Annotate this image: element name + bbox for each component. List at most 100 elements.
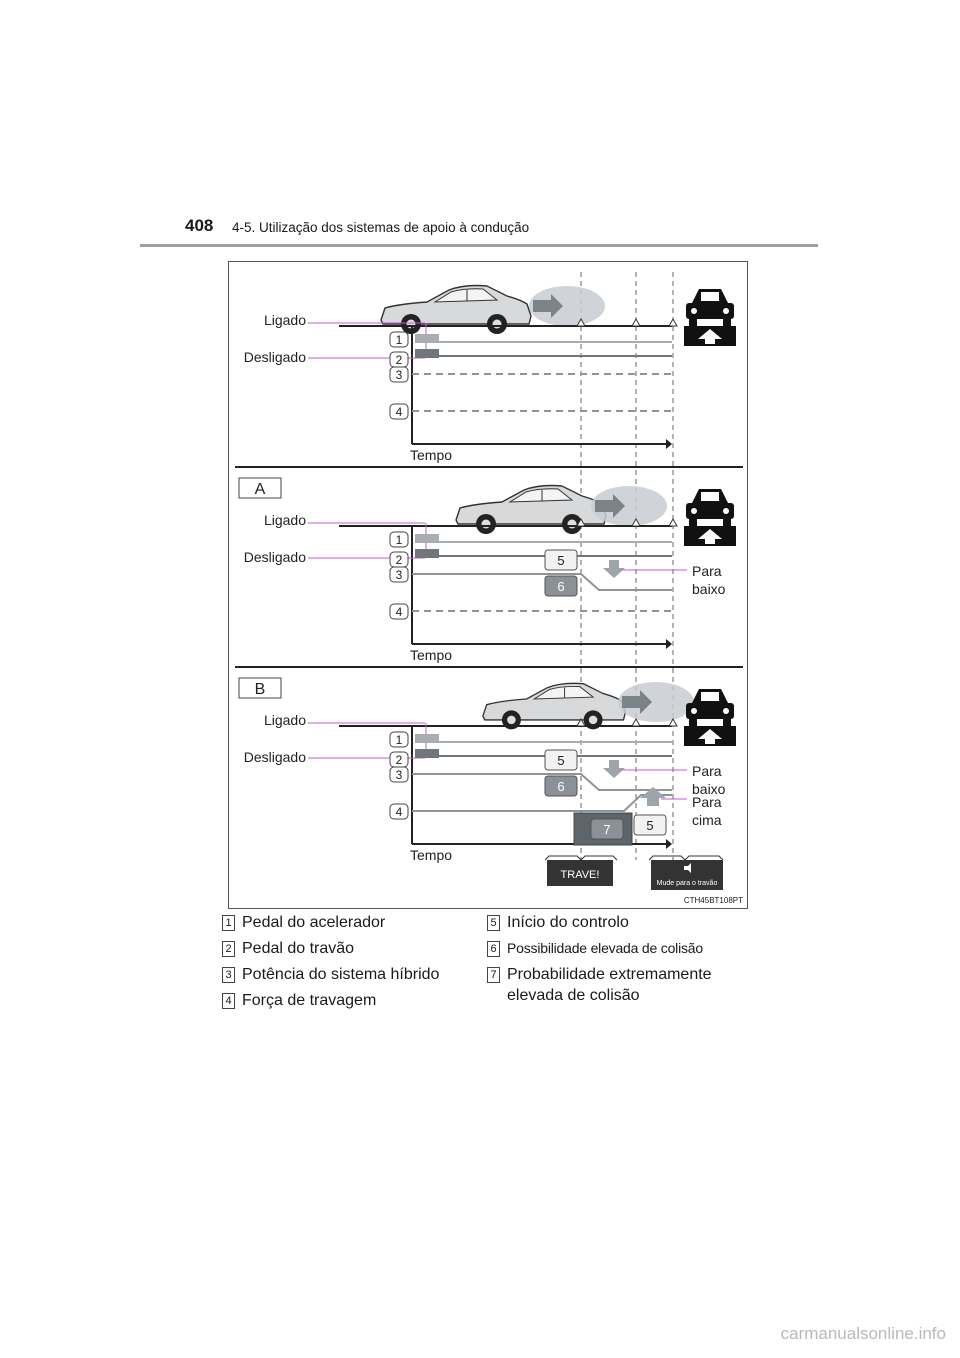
vehicle-ahead-tire-left [689,719,697,726]
row-badge-number: 1 [396,533,403,547]
vehicle-ahead-window [701,692,719,701]
vehicle-ahead-lamp-right [723,308,729,314]
row-badge-number: 3 [396,368,403,382]
radar-beam [529,286,605,326]
row-badge-number: 3 [396,768,403,782]
row-badge [389,331,409,348]
on-label: Ligado [264,512,306,528]
brake-pedal-signal [415,749,439,758]
time-label: Tempo [410,447,452,463]
down-label: baixo [692,781,726,797]
legend-number: 7 [487,967,500,983]
row-badge [389,366,409,383]
legend-text: Possibilidade elevada de colisão [507,940,703,956]
brake-warning-display [547,860,613,886]
legend-text: Probabilidade extremamente elevada de co… [507,966,712,1004]
radar-arrow [622,690,652,714]
vehicle-ahead-tire-left [689,519,697,526]
accelerator-signal [415,334,439,343]
row-badge [389,731,409,748]
timing-tick [576,317,586,327]
row-badge-number: 3 [396,568,403,582]
legend-number: 5 [487,915,500,931]
vehicle-ahead-body [686,303,734,319]
diagram-canvas: TempoLigadoDesligado1234ATempoLigadoDesl… [235,272,743,890]
figure-code: CTH45BT108PT [683,896,743,905]
time-axis-arrowhead [666,839,672,849]
brake-switch-display [651,860,723,890]
vehicle-ahead-lamp-left [691,708,697,714]
legend-left: 1 Pedal do acelerador 2 Pedal do travão … [222,912,462,1016]
panel-a-label: A [255,481,266,498]
header-divider [140,244,818,247]
down-label: Para [692,763,722,779]
power-down-arrow [603,760,625,778]
row-badge [389,566,409,583]
legend-item-extreme-collision: 7 Probabilidade extremamente elevada de … [487,964,747,1006]
legend-number: 4 [222,993,235,1009]
extreme-collision-badge-number: 7 [603,822,610,837]
timing-tick [576,717,586,727]
time-label: Tempo [410,647,452,663]
own-car-braking [482,682,627,730]
legend-item-accelerator: 1 Pedal do acelerador [222,912,462,933]
vehicle-ahead-lamp-right [723,708,729,714]
car-hub-rear [492,319,502,329]
control-start-badge [544,549,578,571]
time-axis-arrowhead [666,439,672,449]
timing-tick [668,717,678,727]
on-label: Ligado [264,712,306,728]
timing-tick [668,317,678,327]
car-hub-front [481,519,491,529]
off-label: Desligado [244,749,306,765]
legend-text: Força de travagem [242,992,377,1009]
legend-item-brake-pedal: 2 Pedal do travão [222,938,462,959]
high-collision-badge [544,575,578,597]
vehicle-ahead-tire-right [723,719,731,726]
display-brace-right [648,855,724,861]
car-window [508,488,574,503]
control-start-badge-number: 5 [557,753,564,768]
watermark: carmanualsonline.info [780,1324,946,1343]
timing-tick [631,317,641,327]
brake-warning-text: TRAVE! [561,869,600,881]
row-badge [389,603,409,620]
car-hub-rear [588,715,598,725]
timing-tick [631,717,641,727]
timing-tick [668,517,678,527]
timing-tick [631,517,641,527]
brake-up-arrow [640,787,666,806]
approach-indicator-arrow [698,529,722,544]
row-badge-number: 2 [396,753,403,767]
approach-indicator-arrow [698,729,722,744]
high-collision-badge [544,775,578,797]
page-number: 408 [185,216,214,235]
row-badge [389,531,409,548]
accelerator-signal [415,734,439,743]
legend-item-control-start: 5 Início do controlo [487,912,747,933]
vehicle-ahead-lamp-left [691,308,697,314]
vehicle-ahead-window [701,492,719,501]
legend-item-hybrid-power: 3 Potência do sistema híbrido [222,964,462,985]
off-label: Desligado [244,549,306,565]
brake-switch-text: Mude para o travão [657,880,718,887]
row-badge-number: 2 [396,553,403,567]
row-badge-number: 1 [396,733,403,747]
own-car [380,284,532,334]
vehicle-ahead-window [701,292,719,301]
legend-number: 2 [222,941,235,957]
panel-b-tag [238,677,282,699]
control-start-badge-2-number: 5 [646,818,653,833]
vehicle-ahead-lamp-left [691,508,697,514]
row-badge-number: 4 [396,405,403,419]
high-collision-badge-number: 6 [557,579,564,594]
vehicle-ahead-tire-right [723,319,731,326]
car-hub-rear [567,519,577,529]
row-badge-number: 4 [396,805,403,819]
radar-beam [591,486,667,526]
vehicle-ahead-body [686,503,734,519]
vehicle-ahead-tire-left [689,319,697,326]
timing-tick [576,517,586,527]
row-badge-number: 2 [396,353,403,367]
